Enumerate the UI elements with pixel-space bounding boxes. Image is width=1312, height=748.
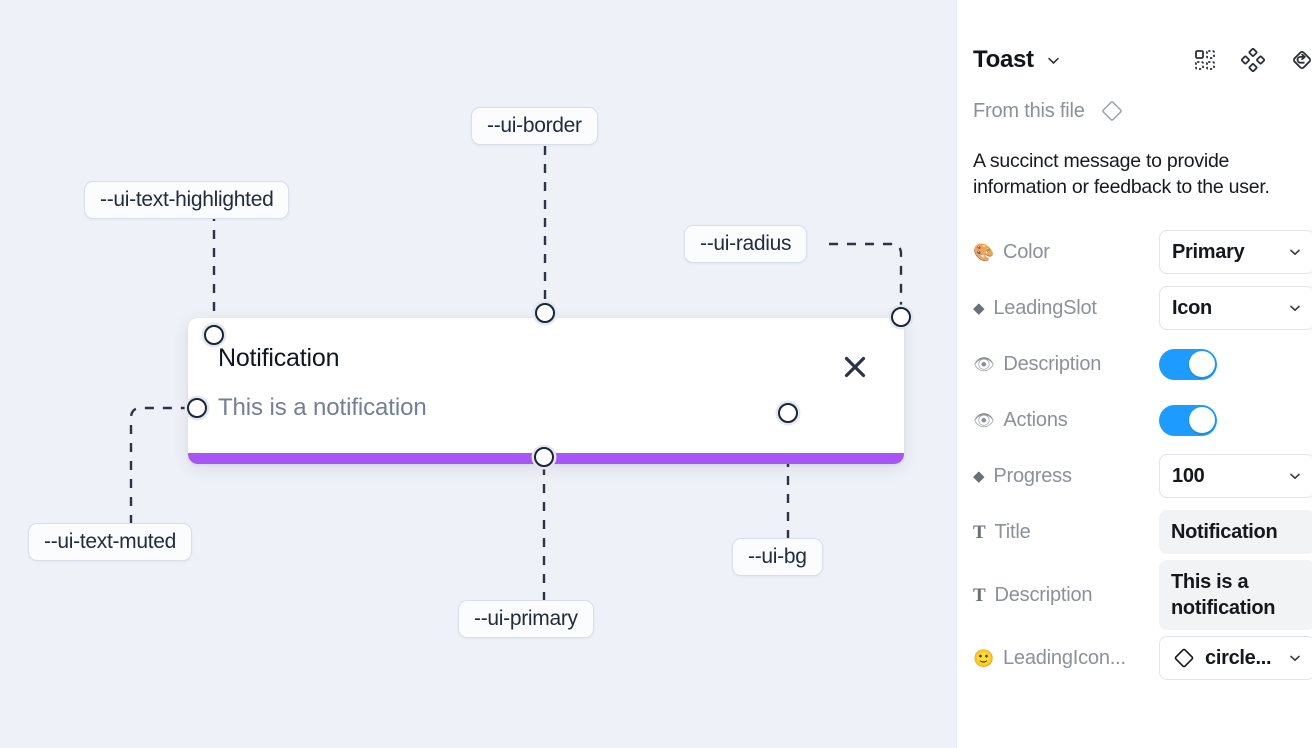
annotation-pill-ui-radius[interactable]: --ui-radius — [684, 225, 808, 263]
property-control-color: Primary — [1159, 230, 1312, 274]
color-select-value: Primary — [1172, 240, 1245, 263]
anchor-dot-ui-border[interactable] — [535, 303, 555, 323]
color-select[interactable]: Primary — [1159, 230, 1312, 274]
toggle-knob — [1188, 407, 1215, 433]
annotation-pill-ui-text-highlighted[interactable]: --ui-text-highlighted — [84, 181, 290, 219]
smiley-emoji-icon: 🙂 — [973, 648, 994, 668]
from-this-file-label: From this file — [973, 99, 1085, 122]
anchor-dot-ui-text-muted[interactable] — [187, 398, 207, 418]
leader-ui-radius — [829, 242, 903, 318]
property-label-color: 🎨 Color — [973, 241, 1159, 264]
property-label-description-text: T Description — [973, 584, 1159, 607]
anchor-dot-ui-radius[interactable] — [891, 307, 911, 327]
panel-header: Toast — [973, 30, 1312, 90]
description-text-input[interactable]: This is a notification — [1159, 560, 1312, 630]
property-row-color: 🎨 Color Primary — [973, 224, 1312, 280]
leadingicon-instance-select[interactable]: circle... — [1159, 636, 1312, 680]
toggle-knob — [1188, 351, 1215, 377]
property-row-progress: ◆ Progress 100 — [973, 448, 1312, 504]
property-row-leadingicon: 🙂 LeadingIcon... circle... — [973, 630, 1312, 686]
component-set-icon[interactable] — [1241, 48, 1265, 72]
page-title: Toast — [973, 46, 1034, 73]
property-label-leadingslot: ◆ LeadingSlot — [973, 297, 1159, 320]
property-row-leadingslot: ◆ LeadingSlot Icon — [973, 280, 1312, 336]
properties-panel: Toast — [956, 0, 1312, 748]
text-type-icon: T — [973, 584, 986, 606]
eye-emoji-icon: 👁 — [973, 354, 995, 374]
property-row-description-toggle: 👁 Description — [973, 336, 1312, 392]
chevron-down-icon — [1288, 651, 1302, 665]
property-label-text: LeadingIcon... — [1002, 646, 1126, 669]
property-label-text: Title — [994, 520, 1031, 543]
annotation-pill-ui-primary[interactable]: --ui-primary — [458, 600, 594, 638]
property-control-progress: 100 — [1159, 454, 1312, 498]
property-control-title: Notification — [1159, 510, 1312, 554]
diamond-component-icon[interactable] — [1099, 98, 1125, 124]
from-this-file-row: From this file — [973, 96, 1312, 126]
panel-header-actions — [1193, 47, 1312, 73]
toast-description: This is a notification — [218, 394, 427, 421]
progress-select[interactable]: 100 — [1159, 454, 1312, 498]
property-label-text: Description — [1003, 352, 1102, 375]
chevron-down-icon — [1288, 301, 1302, 315]
property-control-description-text: This is a notification — [1159, 560, 1312, 630]
text-type-icon: T — [973, 521, 986, 543]
diamond-icon: ◆ — [973, 299, 985, 317]
property-label-title: T Title — [973, 521, 1159, 544]
design-canvas[interactable]: Notification This is a notification --ui… — [0, 0, 956, 748]
toast-inner: Notification This is a notification — [188, 318, 904, 464]
actions-toggle-switch[interactable] — [1159, 404, 1217, 436]
description-toggle-switch[interactable] — [1159, 348, 1217, 380]
property-label-progress: ◆ Progress — [973, 465, 1159, 488]
property-label-description-toggle: 👁 Description — [973, 353, 1159, 376]
property-label-text: LeadingSlot — [993, 296, 1097, 319]
property-control-description-toggle — [1159, 348, 1312, 380]
palette-emoji-icon: 🎨 — [973, 242, 994, 262]
anchor-dot-ui-primary[interactable] — [534, 447, 554, 467]
reset-instance-icon[interactable] — [1289, 47, 1312, 73]
property-label-text: Description — [994, 583, 1093, 606]
diamond-icon: ◆ — [973, 467, 985, 485]
annotation-pill-ui-border[interactable]: --ui-border — [471, 107, 598, 145]
title-text-input[interactable]: Notification — [1159, 510, 1312, 554]
property-control-leadingicon: circle... — [1159, 636, 1312, 680]
diamond-component-icon — [1172, 646, 1196, 670]
property-row-title: T Title Notification — [973, 504, 1312, 560]
toast-component-preview[interactable]: Notification This is a notification — [188, 318, 904, 464]
property-label-text: Progress — [993, 464, 1072, 487]
close-x-icon[interactable] — [842, 354, 868, 380]
chevron-down-icon[interactable] — [1046, 53, 1061, 68]
property-row-description-text: T Description This is a notification — [973, 560, 1312, 630]
chevron-down-icon — [1288, 469, 1302, 483]
chevron-down-icon — [1288, 245, 1302, 259]
property-row-actions-toggle: 👁 Actions — [973, 392, 1312, 448]
property-label-text: Actions — [1003, 408, 1068, 431]
anchor-dot-ui-bg[interactable] — [778, 403, 798, 423]
anchor-dot-ui-text-highlighted[interactable] — [204, 325, 224, 345]
property-label-actions-toggle: 👁 Actions — [973, 409, 1159, 432]
toast-title: Notification — [218, 344, 340, 372]
properties-list: 🎨 Color Primary — [973, 224, 1312, 686]
leadingslot-select-value: Icon — [1172, 296, 1212, 319]
component-grid-icon[interactable] — [1193, 48, 1217, 72]
property-control-leadingslot: Icon — [1159, 286, 1312, 330]
eye-emoji-icon: 👁 — [973, 410, 995, 430]
annotation-pill-ui-text-muted[interactable]: --ui-text-muted — [28, 523, 193, 561]
progress-select-value: 100 — [1172, 464, 1205, 487]
property-label-leadingicon: 🙂 LeadingIcon... — [973, 647, 1159, 670]
component-description: A succinct message to provide informatio… — [973, 150, 1270, 198]
leadingslot-select[interactable]: Icon — [1159, 286, 1312, 330]
property-label-text: Color — [1002, 240, 1050, 263]
property-control-actions-toggle — [1159, 404, 1312, 436]
annotation-pill-ui-bg[interactable]: --ui-bg — [732, 538, 823, 576]
leadingicon-select-value: circle... — [1205, 646, 1272, 669]
